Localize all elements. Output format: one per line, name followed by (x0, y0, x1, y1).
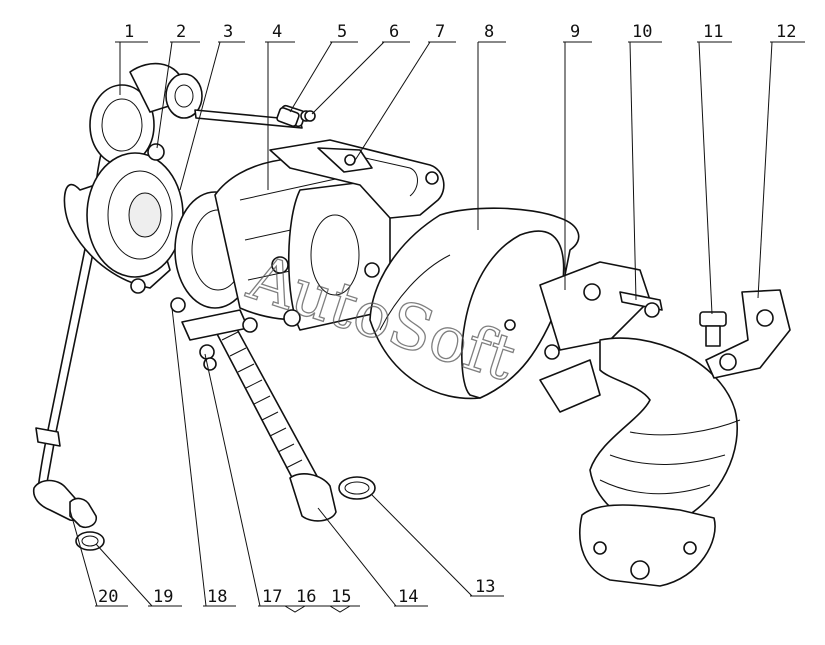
leader-lines-bottom (69, 307, 504, 613)
callout-20: 20 (98, 587, 118, 607)
callout-19: 19 (153, 587, 173, 607)
oil-return-hose (181, 309, 337, 522)
callout-16: 16 (296, 587, 316, 607)
bolt-11 (699, 311, 727, 347)
callout-7: 7 (435, 22, 445, 42)
callout-labels-top: 1 2 3 4 5 6 7 8 9 10 11 12 (124, 22, 796, 42)
callout-10: 10 (632, 22, 652, 42)
callout-5: 5 (337, 22, 347, 42)
callout-labels-bottom: 20 19 18 17 16 15 14 13 (98, 577, 495, 607)
support-bracket-12 (705, 289, 791, 379)
exhaust-downpipe (579, 337, 741, 587)
manifold-gasket (269, 139, 445, 219)
callout-4: 4 (272, 22, 282, 42)
turbocharger-compressor (63, 62, 203, 294)
callout-3: 3 (223, 22, 233, 42)
stud-10 (619, 291, 663, 318)
flange-clamp-9 (539, 261, 651, 413)
callout-14: 14 (398, 587, 418, 607)
callout-12: 12 (776, 22, 796, 42)
turbine-housing (170, 157, 391, 331)
catalytic-converter (369, 207, 580, 400)
callout-17: 17 (262, 587, 282, 607)
callout-15: 15 (331, 587, 351, 607)
callout-8: 8 (484, 22, 494, 42)
callout-13: 13 (475, 577, 495, 597)
leader-lines-top (115, 41, 805, 315)
banjo-fitting (199, 317, 258, 371)
callout-6: 6 (389, 22, 399, 42)
callout-1: 1 (124, 22, 134, 42)
callout-9: 9 (570, 22, 580, 42)
callout-18: 18 (207, 587, 227, 607)
callout-2: 2 (176, 22, 186, 42)
o-ring-13 (338, 476, 376, 500)
callout-11: 11 (703, 22, 723, 42)
